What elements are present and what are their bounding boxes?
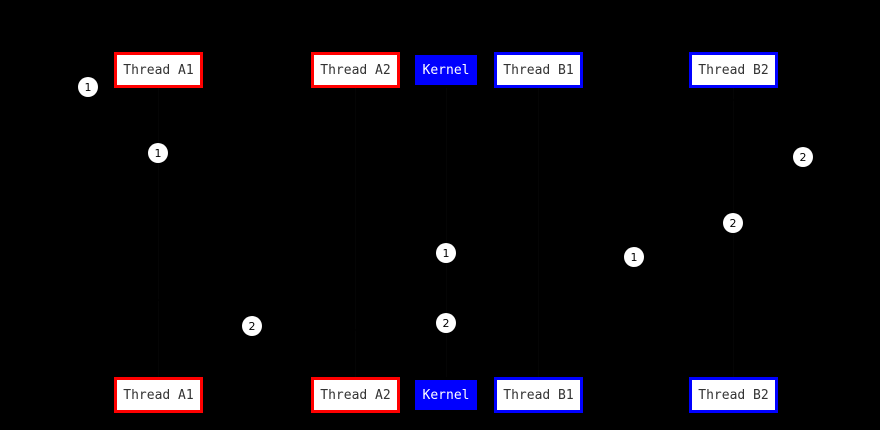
step-marker[interactable]: 2 [723, 213, 743, 233]
participant-box-thread-b1-top[interactable]: Thread B1 [494, 52, 583, 88]
step-marker[interactable]: 1 [148, 143, 168, 163]
step-marker[interactable]: 1 [436, 243, 456, 263]
participant-label: Thread B2 [698, 387, 769, 403]
lifeline-thread-a2 [355, 88, 356, 377]
step-marker[interactable]: 1 [624, 247, 644, 267]
lifeline-thread-a1 [158, 88, 159, 377]
lifeline-thread-b1 [538, 88, 539, 377]
participant-label: Thread A2 [320, 387, 391, 403]
participant-box-kernel-top[interactable]: Kernel [415, 55, 477, 85]
participant-box-thread-a2-top[interactable]: Thread A2 [311, 52, 400, 88]
participant-label: Kernel [422, 62, 470, 78]
participant-label: Thread B2 [698, 62, 769, 78]
participant-box-thread-b2-top[interactable]: Thread B2 [689, 52, 778, 88]
participant-box-thread-a1-bottom[interactable]: Thread A1 [114, 377, 203, 413]
participant-label: Thread A1 [123, 62, 194, 78]
step-marker[interactable]: 2 [242, 316, 262, 336]
participant-label: Thread B1 [503, 387, 574, 403]
participant-box-kernel-bottom[interactable]: Kernel [415, 380, 477, 410]
participant-label: Thread A2 [320, 62, 391, 78]
participant-label: Thread B1 [503, 62, 574, 78]
participant-label: Kernel [422, 387, 470, 403]
participant-box-thread-b1-bottom[interactable]: Thread B1 [494, 377, 583, 413]
step-marker[interactable]: 2 [436, 313, 456, 333]
participant-box-thread-a1-top[interactable]: Thread A1 [114, 52, 203, 88]
participant-box-thread-a2-bottom[interactable]: Thread A2 [311, 377, 400, 413]
participant-label: Thread A1 [123, 387, 194, 403]
step-marker[interactable]: 1 [78, 77, 98, 97]
lifeline-kernel [446, 88, 447, 377]
participant-box-thread-b2-bottom[interactable]: Thread B2 [689, 377, 778, 413]
step-marker[interactable]: 2 [793, 147, 813, 167]
